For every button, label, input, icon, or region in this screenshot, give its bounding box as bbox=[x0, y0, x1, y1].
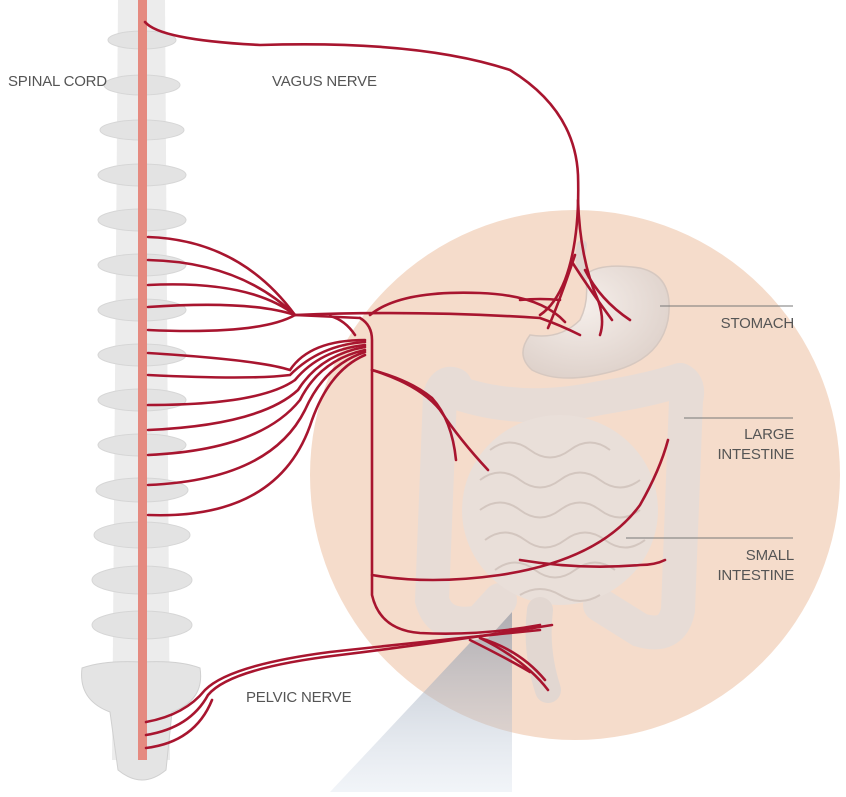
small-intestine-label-line-2: INTESTINE bbox=[690, 566, 794, 586]
spine bbox=[82, 0, 201, 780]
large-intestine-label-line-2: INTESTINE bbox=[690, 445, 794, 465]
pelvic-nerve-label: PELVIC NERVE bbox=[246, 688, 351, 708]
spinal-cord bbox=[138, 0, 147, 760]
stomach-label: STOMACH bbox=[690, 314, 794, 334]
small-intestine-label-line-1: SMALL bbox=[690, 546, 794, 566]
spinal-cord-label: SPINAL CORD bbox=[8, 72, 107, 92]
vagus-nerve-label: VAGUS NERVE bbox=[272, 72, 377, 92]
large-intestine-label-line-1: LARGE bbox=[690, 425, 794, 445]
